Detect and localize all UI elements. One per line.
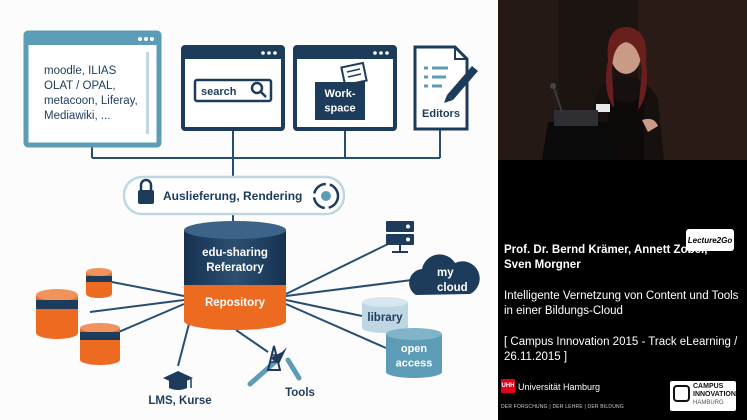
uhh-mark: UHH [501,379,515,393]
connector-lines [89,130,441,367]
workspace-folder-icon [340,61,368,87]
external-db-small-2 [36,289,78,339]
cih-city: HAMBURG [693,400,724,406]
workspace-window: Work-space [293,45,397,131]
search-window: search [181,45,285,131]
campus-innovation-icon [673,385,690,402]
university-hamburg-logo: UHH Universität Hamburg DER FORSCHUNG | … [498,376,628,420]
lectern [542,83,616,160]
workspace-label: Work-space [324,88,355,114]
lecture-sidebar: Lecture2Go Prof. Dr. Bernd Krämer, Annet… [498,0,747,420]
delivery-label: Auslieferung, Rendering [163,189,302,203]
editors-label: Editors [422,108,460,120]
event-info: [ Campus Innovation 2015 - Track eLearni… [504,336,738,363]
lecture2go-logo: Lecture2Go [686,229,734,251]
tools-label: Tools [285,387,315,399]
talk-subtitle: Intelligente Vernetzung von Content und … [504,290,739,317]
graduation-cap-icon [163,371,193,390]
external-db-small-3 [80,323,120,365]
search-label: search [201,86,237,98]
server-icon [386,221,414,253]
editors-document: Editors [413,45,478,131]
repository-label: Repository [205,297,266,309]
lock-icon [138,178,154,204]
delivery-rendering-bar: Auslieferung, Rendering [122,175,346,216]
pen-icon [444,66,478,103]
uhh-name: Universität Hamburg [518,382,601,392]
sync-icon [312,182,340,210]
talk-title: Prof. Dr. Bernd Krämer, Annett Zobel, Sv… [504,244,708,271]
search-icon [250,81,267,98]
lms-courses-label: LMS, Kurse [148,395,211,407]
external-db-small-1 [86,268,112,298]
workspace-folder [315,82,365,120]
tools-icon [247,345,302,387]
library-cylinder: library [362,297,408,333]
library-label: library [367,312,403,324]
speaker-video[interactable] [498,0,747,160]
speaker-video-frame [498,0,747,160]
uhh-tagline: DER FORSCHUNG | DER LEHRE | DER BILDUNG [501,404,624,410]
